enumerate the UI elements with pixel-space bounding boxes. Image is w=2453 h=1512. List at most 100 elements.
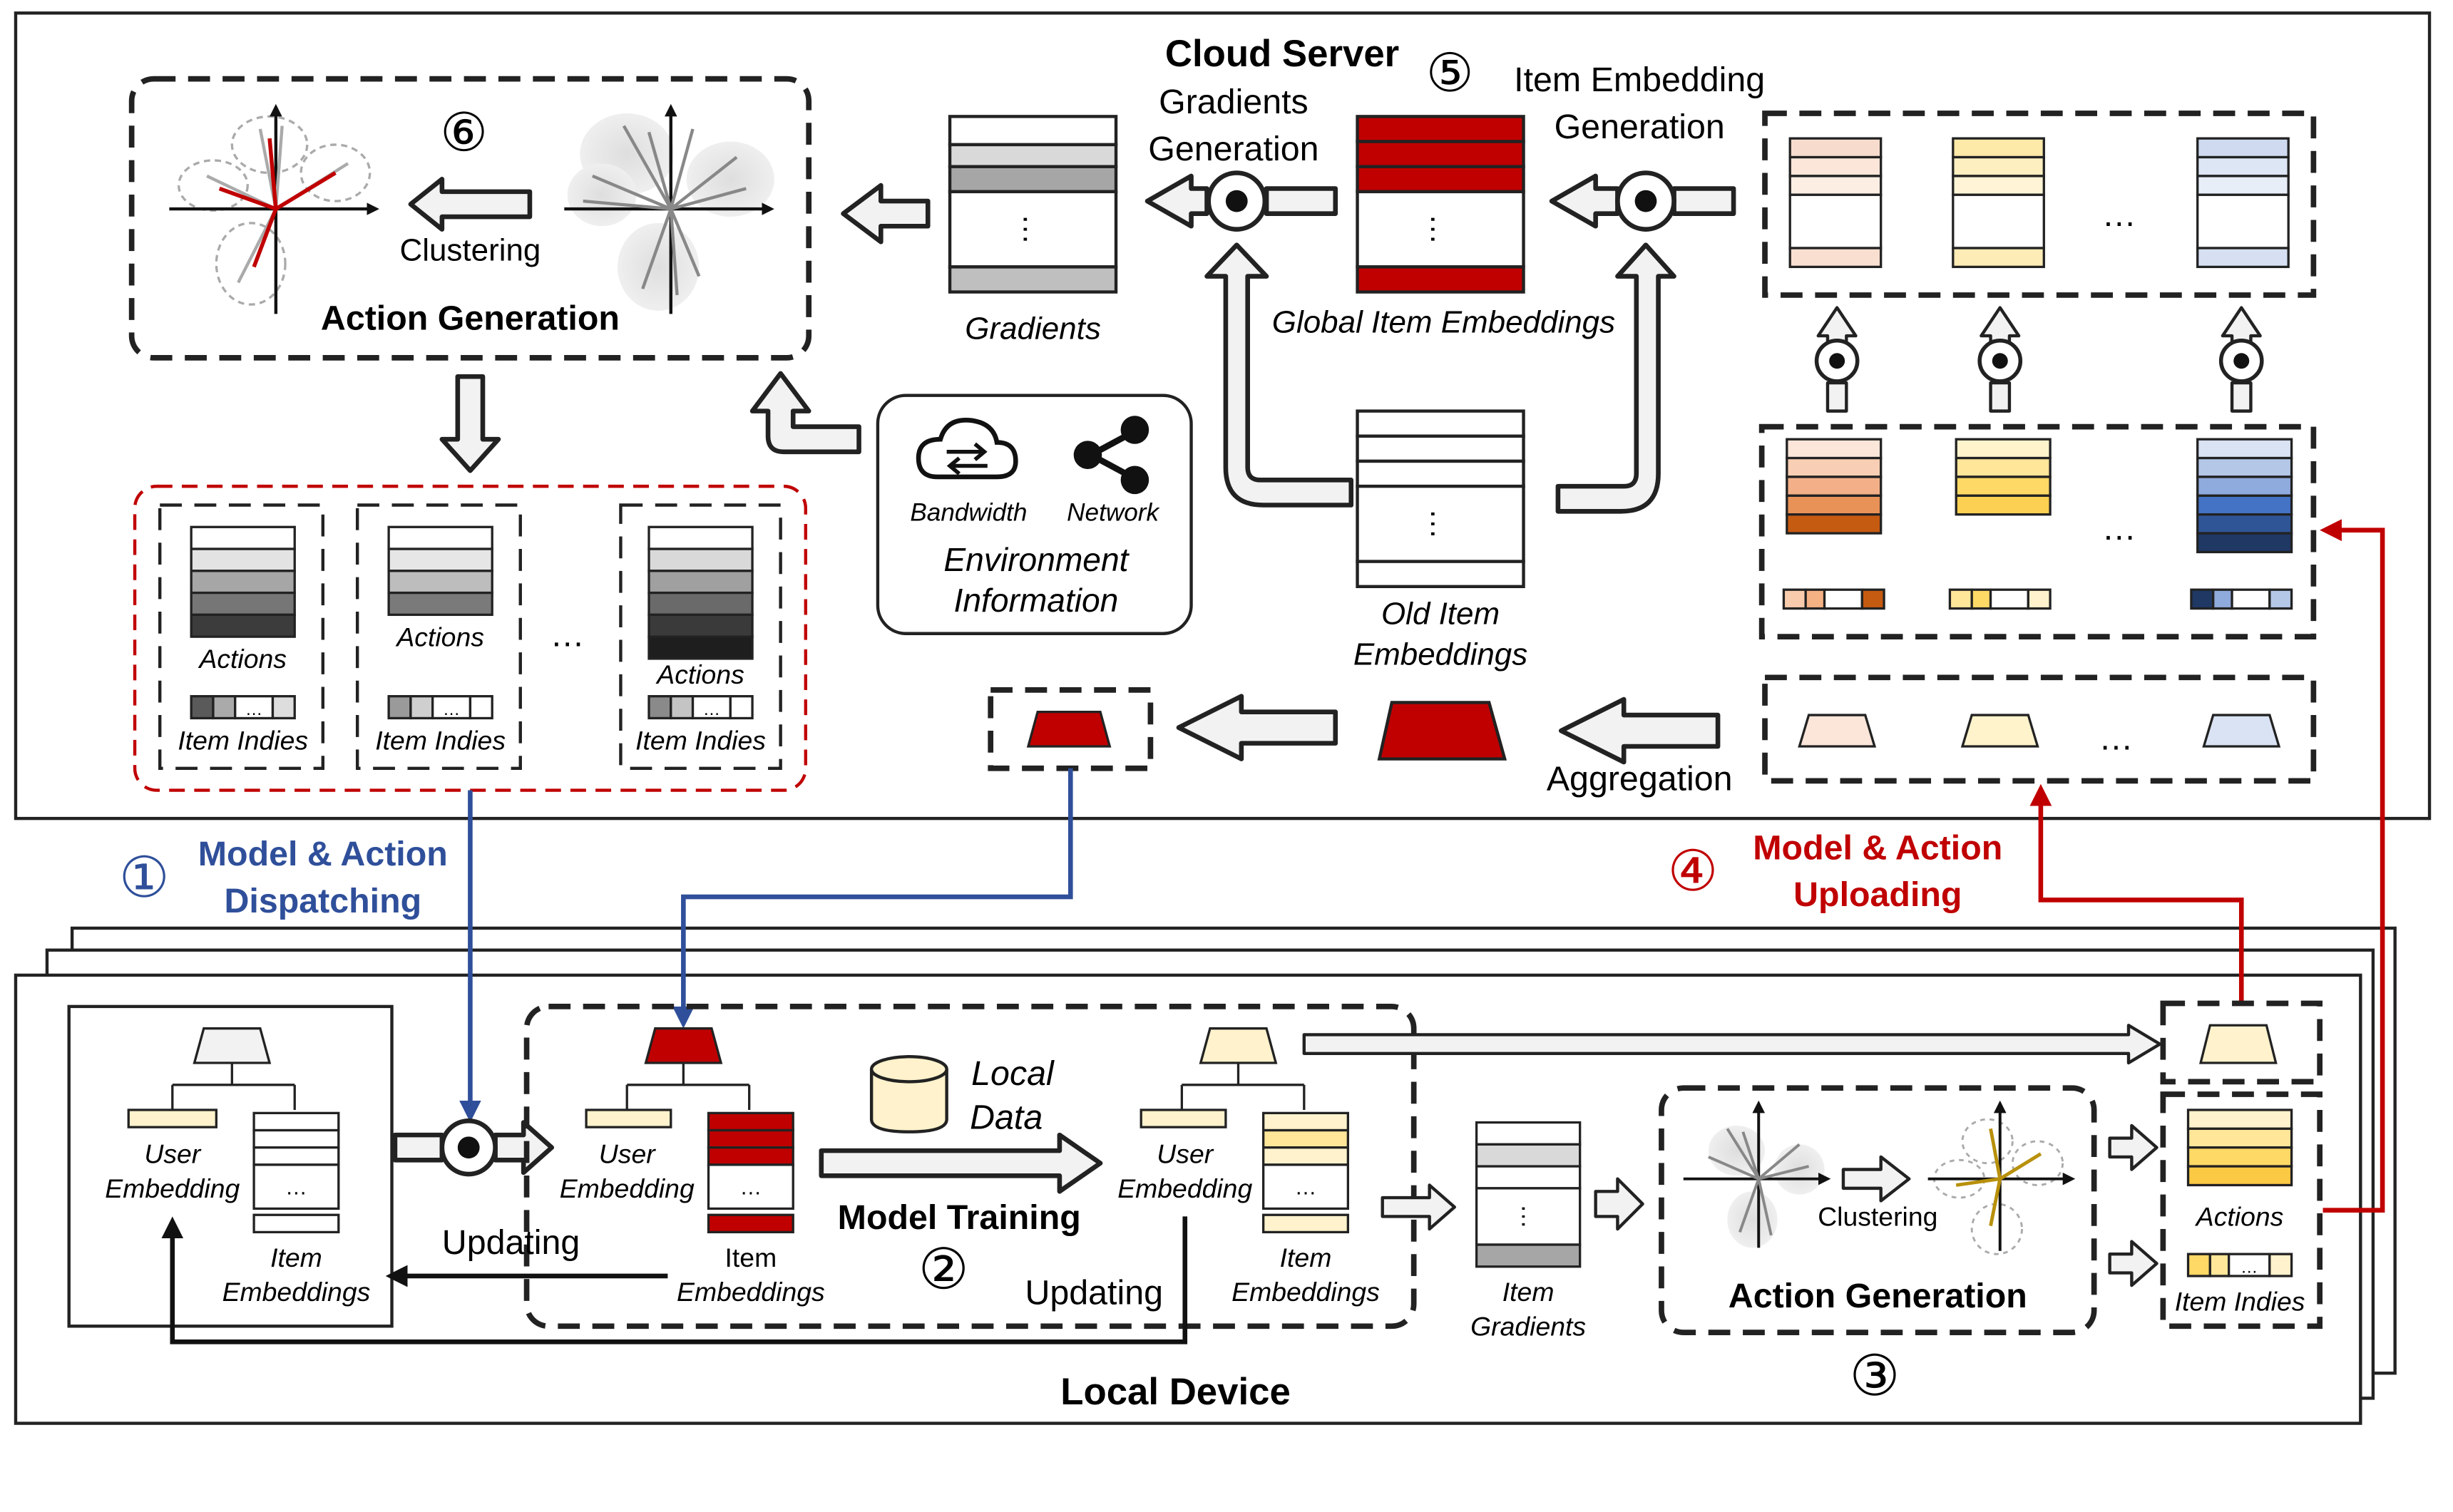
item-gradients-label-2: Gradients bbox=[1470, 1311, 1586, 1341]
ellipsis: … bbox=[2241, 1258, 2258, 1277]
item-embeddings-label-2: Embeddings bbox=[222, 1277, 371, 1307]
local-upload-model-box bbox=[2160, 1000, 2323, 1085]
user-embedding-label-2: Embedding bbox=[1117, 1173, 1252, 1203]
dispatch-label: Model & Action bbox=[198, 835, 448, 873]
old-to-itemgen-arrow bbox=[1555, 242, 1676, 514]
ellipsis: … bbox=[1424, 214, 1459, 245]
step5-label: ⑤ bbox=[1426, 43, 1474, 103]
local-data-icon bbox=[869, 1055, 948, 1133]
cloud-action-set-3: Actions … Item Indies bbox=[619, 503, 782, 770]
ellipsis: … bbox=[285, 1175, 307, 1200]
network-label: Network bbox=[1067, 498, 1160, 526]
ellipsis: … bbox=[703, 700, 720, 719]
actions-label: Actions bbox=[655, 659, 744, 689]
user-embedding-label: User bbox=[1157, 1139, 1214, 1169]
upload-model-line bbox=[2029, 783, 2244, 1004]
ellipsis: … bbox=[1016, 214, 1051, 245]
step1-label: ① bbox=[119, 845, 170, 909]
cloud-bandwidth-icon bbox=[916, 417, 1018, 480]
model-training-label: Model Training bbox=[838, 1198, 1081, 1237]
item-gen-left-arrow bbox=[1549, 173, 1736, 229]
cloud-action-generation-box bbox=[128, 76, 812, 361]
item-gradients-label: Item bbox=[1502, 1277, 1555, 1307]
trained-model-shape bbox=[1199, 1027, 1278, 1064]
user-embedding-label: User bbox=[144, 1139, 201, 1169]
local-action-generation-label: Action Generation bbox=[1729, 1277, 2027, 1315]
cloud-clustering-label: Clustering bbox=[399, 233, 541, 268]
ellipsis: … bbox=[550, 615, 585, 654]
item-embeddings-label: Item bbox=[1280, 1243, 1332, 1272]
gen-emb-yellow bbox=[1952, 137, 2045, 269]
client-model-orange bbox=[1798, 714, 1877, 748]
to-item-gradients-arrow bbox=[1381, 1183, 1457, 1231]
environment-label-2: Information bbox=[954, 582, 1119, 619]
local-item-indices: … bbox=[2186, 1253, 2293, 1277]
item-embeddings-label-2: Embeddings bbox=[677, 1277, 825, 1307]
uploaded-action-yellow bbox=[1948, 438, 2052, 610]
local-raw-vectors bbox=[1683, 1100, 1831, 1248]
to-local-actiongen-arrow bbox=[1594, 1177, 1644, 1231]
upload-actions-line bbox=[2320, 519, 2385, 1213]
item-emb-gen-label-2: Generation bbox=[1555, 108, 1725, 146]
ellipsis: … bbox=[2099, 719, 2133, 757]
upload-label: Model & Action bbox=[1753, 828, 2002, 867]
global-model-arrow bbox=[1176, 694, 1338, 761]
ellipsis: … bbox=[2102, 509, 2136, 547]
trained-item-embeddings: … bbox=[1262, 1111, 1349, 1234]
local-model-tree bbox=[171, 1063, 296, 1110]
local-actions-stack bbox=[2186, 1109, 2293, 1187]
cloud-raw-vectors bbox=[564, 103, 774, 314]
cloud-action-set-1: Actions … Item Indies bbox=[158, 503, 325, 770]
trained-user-embedding bbox=[1140, 1109, 1227, 1128]
gradients-stack: … bbox=[948, 115, 1118, 294]
ellipsis: … bbox=[1516, 1204, 1544, 1229]
gen-emb-blue bbox=[2196, 137, 2290, 269]
training-model-tree bbox=[625, 1063, 751, 1110]
updating-arrow-2 bbox=[161, 1216, 1188, 1344]
item-embeddings-label: Item bbox=[270, 1243, 322, 1272]
actions-label: Actions bbox=[395, 622, 484, 652]
cloud-server-title: Cloud Server bbox=[1165, 33, 1399, 75]
local-item-embeddings-old: … bbox=[252, 1111, 340, 1234]
old-item-label: Old Item bbox=[1381, 597, 1500, 632]
ellipsis: … bbox=[1295, 1175, 1317, 1200]
grad-gen-operator-dot bbox=[1225, 190, 1248, 212]
to-local-indices-arrow bbox=[2108, 1240, 2158, 1287]
local-user-embedding bbox=[127, 1109, 217, 1128]
step3-label: ③ bbox=[1849, 1344, 1900, 1407]
uploaded-action-orange bbox=[1782, 438, 1885, 610]
uploaded-action-blue bbox=[2190, 438, 2293, 610]
aggregation-arrow bbox=[1558, 696, 1721, 765]
local-upload-model bbox=[2198, 1024, 2278, 1064]
user-embedding-label: User bbox=[599, 1139, 656, 1169]
cloud-clustered-vectors bbox=[169, 103, 379, 314]
local-model-shape bbox=[193, 1027, 272, 1064]
bandwidth-label: Bandwidth bbox=[910, 498, 1027, 526]
gradients-label: Gradients bbox=[965, 312, 1101, 346]
training-item-embeddings: … bbox=[707, 1111, 794, 1234]
user-embedding-label-2: Embedding bbox=[560, 1173, 695, 1203]
step4-label: ④ bbox=[1667, 839, 1718, 902]
dispatch-model-line bbox=[672, 768, 1073, 1029]
model-upload-long-arrow bbox=[1302, 1024, 2162, 1065]
cloud-down-arrow bbox=[439, 374, 501, 473]
dispatch-label-2: Dispatching bbox=[224, 882, 421, 920]
local-operator-dot bbox=[457, 1136, 480, 1159]
model-training-arrow bbox=[819, 1132, 1103, 1194]
item-embeddings-label-2: Embeddings bbox=[1231, 1277, 1380, 1307]
environment-label: Environment bbox=[943, 541, 1130, 578]
local-actions-label: Actions bbox=[2195, 1202, 2284, 1232]
cloud-clustering-arrow bbox=[408, 177, 533, 232]
to-local-actions-arrow bbox=[2108, 1123, 2158, 1171]
cloud-action-generation-label: Action Generation bbox=[321, 299, 620, 337]
dispatched-model bbox=[1026, 711, 1112, 748]
local-op-arrows bbox=[392, 1120, 555, 1176]
old-item-embeddings: … bbox=[1356, 409, 1525, 589]
updating-label: Updating bbox=[442, 1223, 580, 1262]
aggregation-label: Aggregation bbox=[1547, 760, 1733, 798]
cloud-action-set-2: Actions … Item Indies bbox=[355, 503, 522, 770]
uploaded-actions-box bbox=[1758, 423, 2317, 639]
local-device-title: Local Device bbox=[1060, 1371, 1291, 1413]
env-to-actiongen-arrow bbox=[749, 371, 861, 455]
